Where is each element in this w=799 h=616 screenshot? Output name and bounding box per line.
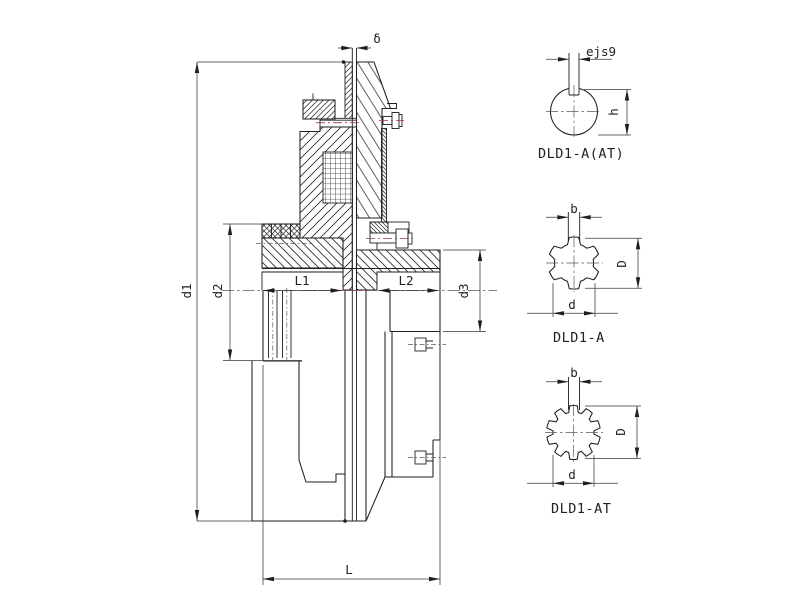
label-b-a: b: [570, 201, 578, 216]
label-h: h: [606, 108, 621, 116]
coil-grid: [322, 151, 353, 204]
left-hub: [261, 237, 344, 269]
stator-outer-pole: [344, 61, 353, 119]
label-d-a: d: [568, 297, 576, 312]
caption-dld1-a-at: DLD1-A(AT): [538, 146, 624, 162]
left-hub-band: [261, 271, 344, 291]
armature-flange: [369, 221, 413, 250]
label-d2: d2: [210, 283, 225, 298]
label-air-gap: δ: [373, 31, 381, 46]
label-l1: L1: [294, 273, 309, 288]
label-ejs9: ejs9: [586, 44, 616, 59]
leaf-spring: [381, 128, 387, 223]
air-gap-lines: [351, 48, 357, 521]
section-view-dld1-a: b D d DLD1-A: [527, 201, 642, 346]
dimension-lines: [196, 47, 486, 585]
label-d3: d3: [456, 283, 471, 298]
label-D-a: D: [614, 260, 629, 268]
section-view-dld1-at: b D d DLD1-AT: [527, 365, 641, 517]
label-l2: L2: [398, 273, 413, 288]
label-d-at: d: [568, 467, 576, 482]
label-l: L: [345, 562, 353, 577]
caption-dld1-at: DLD1-AT: [551, 501, 611, 517]
main-section-view: δ d1 d2 d3 L1 L2 L: [179, 31, 497, 585]
label-b-at: b: [570, 365, 578, 380]
label-d1: d1: [179, 283, 194, 298]
section-view-dld1-a-at: ejs9 h DLD1-A(AT): [538, 44, 631, 162]
dimension-arrows: [194, 45, 641, 582]
caption-dld1-a: DLD1-A: [553, 330, 605, 346]
label-D-at: D: [613, 428, 628, 436]
